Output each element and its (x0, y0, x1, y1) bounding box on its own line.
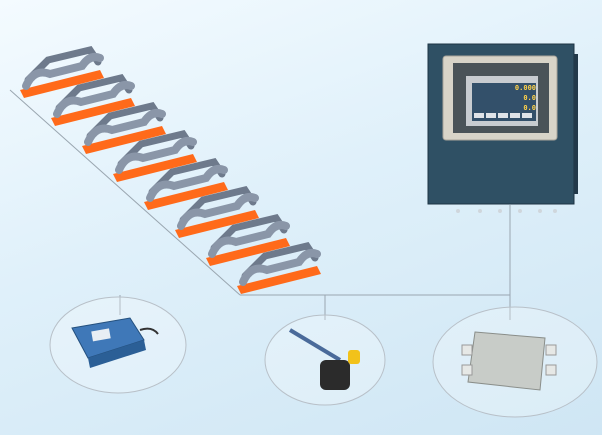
idler-set (206, 214, 290, 266)
deviation-switch (288, 328, 360, 390)
speed-sensor (71, 317, 159, 368)
idler-set (20, 46, 104, 98)
idler-set (237, 242, 321, 294)
idler-set (51, 74, 135, 126)
controller-display: 0.000 0.0 0.0 (480, 84, 536, 124)
display-main-value: 0.000 (514, 84, 536, 92)
deviation-switch-ellipse (264, 314, 386, 406)
display-tertiary-value: 0.0 (523, 104, 536, 112)
connection-lines (9, 89, 511, 320)
idler-set (175, 186, 259, 238)
idler-set (144, 158, 228, 210)
belt-scale-idlers (20, 46, 321, 294)
weighing-controller-cabinet (427, 43, 578, 213)
idler-set (82, 102, 166, 154)
display-secondary-value: 0.0 (523, 94, 536, 102)
junction-box (461, 331, 557, 391)
idler-set (113, 130, 197, 182)
